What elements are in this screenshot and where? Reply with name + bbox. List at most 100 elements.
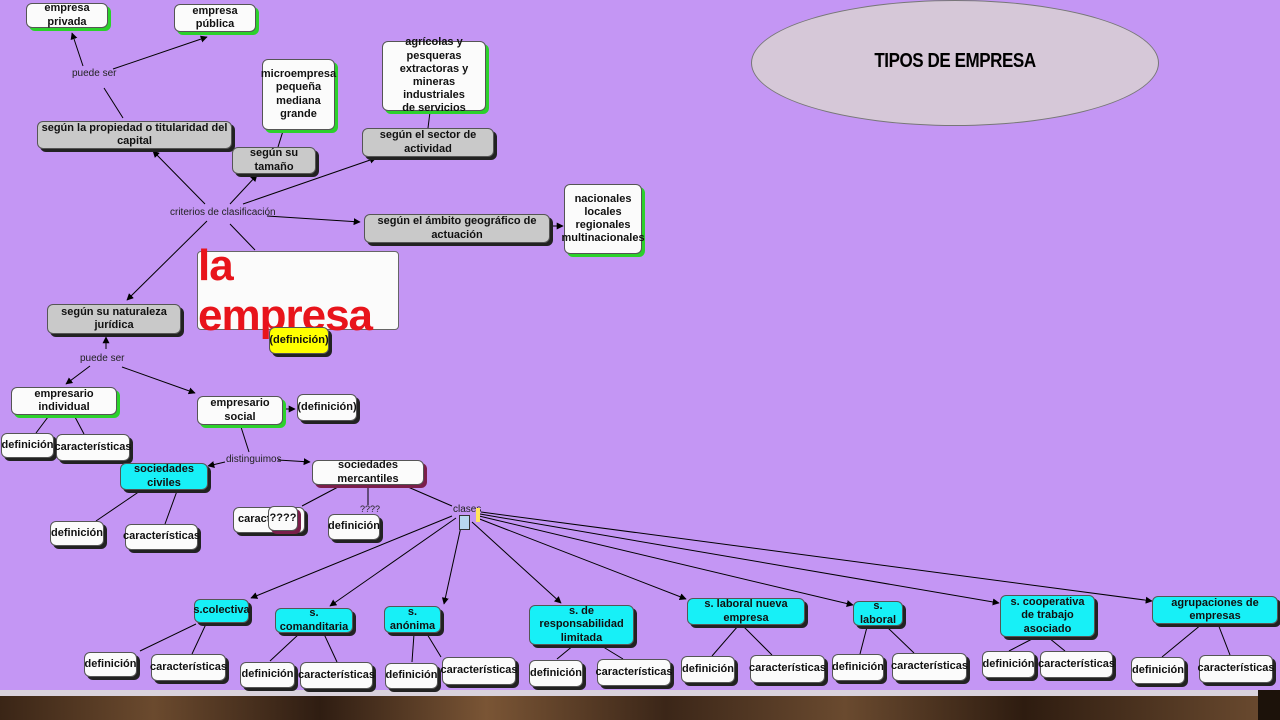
link-arrow — [479, 513, 1000, 606]
link-arrow — [65, 365, 91, 385]
node-definicion[interactable]: definición — [832, 654, 884, 681]
link-label-puede-ser: puede ser — [72, 68, 117, 79]
link-line — [301, 486, 339, 507]
node-caracteristicas[interactable]: características — [749, 655, 826, 683]
node-tamano[interactable]: según su tamaño — [232, 147, 316, 174]
title-ellipse — [751, 0, 1159, 126]
node-definicion[interactable]: definición — [1, 433, 54, 458]
node-definicion[interactable]: definición — [529, 660, 583, 687]
node-caracteristicas[interactable]: características — [1038, 651, 1115, 678]
node-empresa-privada[interactable]: empresa privada — [26, 2, 108, 28]
link-label-puede-ser: puede ser — [80, 353, 125, 364]
link-arrow — [471, 521, 562, 604]
node-s-cooperativa[interactable]: s. cooperativa de trabajo asociado — [1000, 595, 1095, 637]
floor-strip — [0, 690, 1258, 696]
node-agrupaciones[interactable]: agrupaciones de empresas — [1152, 596, 1278, 624]
link-arrow — [441, 521, 463, 605]
node-s-colectiva[interactable]: s.colectiva — [193, 599, 250, 623]
node-definicion[interactable]: definición — [50, 521, 104, 546]
link-arrow — [112, 35, 208, 70]
link-arrow — [478, 515, 854, 607]
node-question-marks[interactable]: ???? — [268, 506, 298, 531]
node-ambito-list[interactable]: nacionales locales regionales multinacio… — [561, 184, 645, 254]
node-caracteristicas[interactable]: características — [298, 662, 375, 689]
node-empresario-individual[interactable]: empresario individual — [11, 387, 117, 415]
node-caracteristicas[interactable]: características — [123, 524, 200, 550]
link-line — [556, 644, 575, 660]
link-label-clases: clases — [453, 504, 482, 515]
node-s-resp-limitada[interactable]: s. de responsabilidad limitada — [529, 605, 634, 645]
link-arrow — [480, 511, 1153, 604]
link-line — [277, 130, 284, 148]
node-caracteristicas[interactable]: características — [595, 659, 673, 686]
node-s-comanditaria[interactable]: s. comanditaria — [275, 607, 353, 633]
link-arrow — [70, 32, 84, 67]
link-arrow — [152, 150, 206, 205]
node-sector[interactable]: según el sector de actividad — [362, 128, 494, 157]
node-definicion[interactable]: definición — [1131, 657, 1185, 684]
node-caracteristicas[interactable]: características — [891, 653, 968, 681]
node-definicion-social[interactable]: (definición) — [297, 394, 357, 421]
link-line — [411, 633, 415, 663]
node-sociedades-civiles[interactable]: sociedades civiles — [120, 463, 208, 490]
link-line — [1008, 637, 1035, 652]
node-s-laboral-nueva[interactable]: s. laboral nueva empresa — [687, 598, 805, 625]
node-empresa-publica[interactable]: empresa pública — [174, 4, 256, 32]
link-arrow — [229, 174, 258, 205]
link-label-distinguimos: distinguimos — [226, 454, 282, 465]
link-line — [599, 644, 624, 660]
link-arrow — [277, 458, 311, 466]
node-s-laboral[interactable]: s. laboral — [853, 600, 903, 626]
link-line — [427, 111, 431, 129]
link-arrow — [266, 215, 361, 226]
node-caracteristicas[interactable]: características — [1197, 655, 1275, 683]
link-label-question: ???? — [360, 504, 381, 514]
link-line — [269, 633, 300, 662]
node-definicion[interactable]: definición — [385, 663, 438, 689]
link-line — [323, 633, 338, 663]
node-definicion[interactable]: definición — [982, 651, 1035, 678]
node-tamano-list[interactable]: microempresa pequeña mediana grande — [261, 59, 336, 130]
link-line — [859, 626, 868, 655]
link-arrow — [476, 517, 687, 600]
node-propiedad[interactable]: según la propiedad o titularidad del cap… — [37, 121, 232, 149]
link-line — [240, 426, 250, 453]
link-line — [191, 623, 207, 655]
link-line — [711, 625, 739, 657]
link-line — [742, 625, 773, 656]
link-line — [886, 626, 915, 654]
node-definicion[interactable]: definición — [328, 514, 380, 540]
node-sector-list[interactable]: agrícolas y pesqueras extractoras y mine… — [382, 36, 486, 114]
node-la-empresa[interactable]: la empresa — [197, 241, 399, 340]
node-definicion-main[interactable]: (definición) — [269, 327, 329, 354]
link-line — [139, 623, 197, 652]
node-sociedades-mercantiles[interactable]: sociedades mercantiles — [312, 459, 424, 485]
node-caracteristicas[interactable]: características — [440, 657, 518, 685]
link-arrow — [121, 366, 196, 395]
node-s-anonima[interactable]: s. anónima — [384, 606, 441, 633]
node-definicion[interactable]: definición — [84, 652, 137, 677]
node-caracteristicas[interactable]: características — [54, 434, 132, 461]
node-definicion[interactable]: definición — [681, 656, 735, 683]
node-ambito[interactable]: según el ámbito geográfico de actuación — [364, 214, 550, 243]
link-line — [164, 490, 178, 525]
resource-icon[interactable] — [459, 515, 470, 530]
link-arrow — [250, 515, 453, 599]
link-arrow — [207, 461, 226, 468]
node-empresario-social[interactable]: empresario social — [197, 396, 283, 425]
node-caracteristicas[interactable]: características — [150, 654, 227, 681]
link-label-criterios: criterios de clasificación — [170, 207, 276, 218]
link-line — [35, 416, 49, 434]
node-naturaleza-juridica[interactable]: según su naturaleza jurídica — [47, 304, 181, 334]
link-line — [407, 486, 453, 507]
link-line — [1161, 623, 1203, 658]
link-line — [1217, 623, 1231, 656]
resource-marker-icon — [476, 508, 480, 522]
link-line — [95, 490, 141, 522]
link-line — [426, 633, 442, 658]
link-arrow — [242, 156, 377, 205]
link-line — [103, 87, 124, 119]
node-definicion[interactable]: definición — [240, 662, 295, 688]
